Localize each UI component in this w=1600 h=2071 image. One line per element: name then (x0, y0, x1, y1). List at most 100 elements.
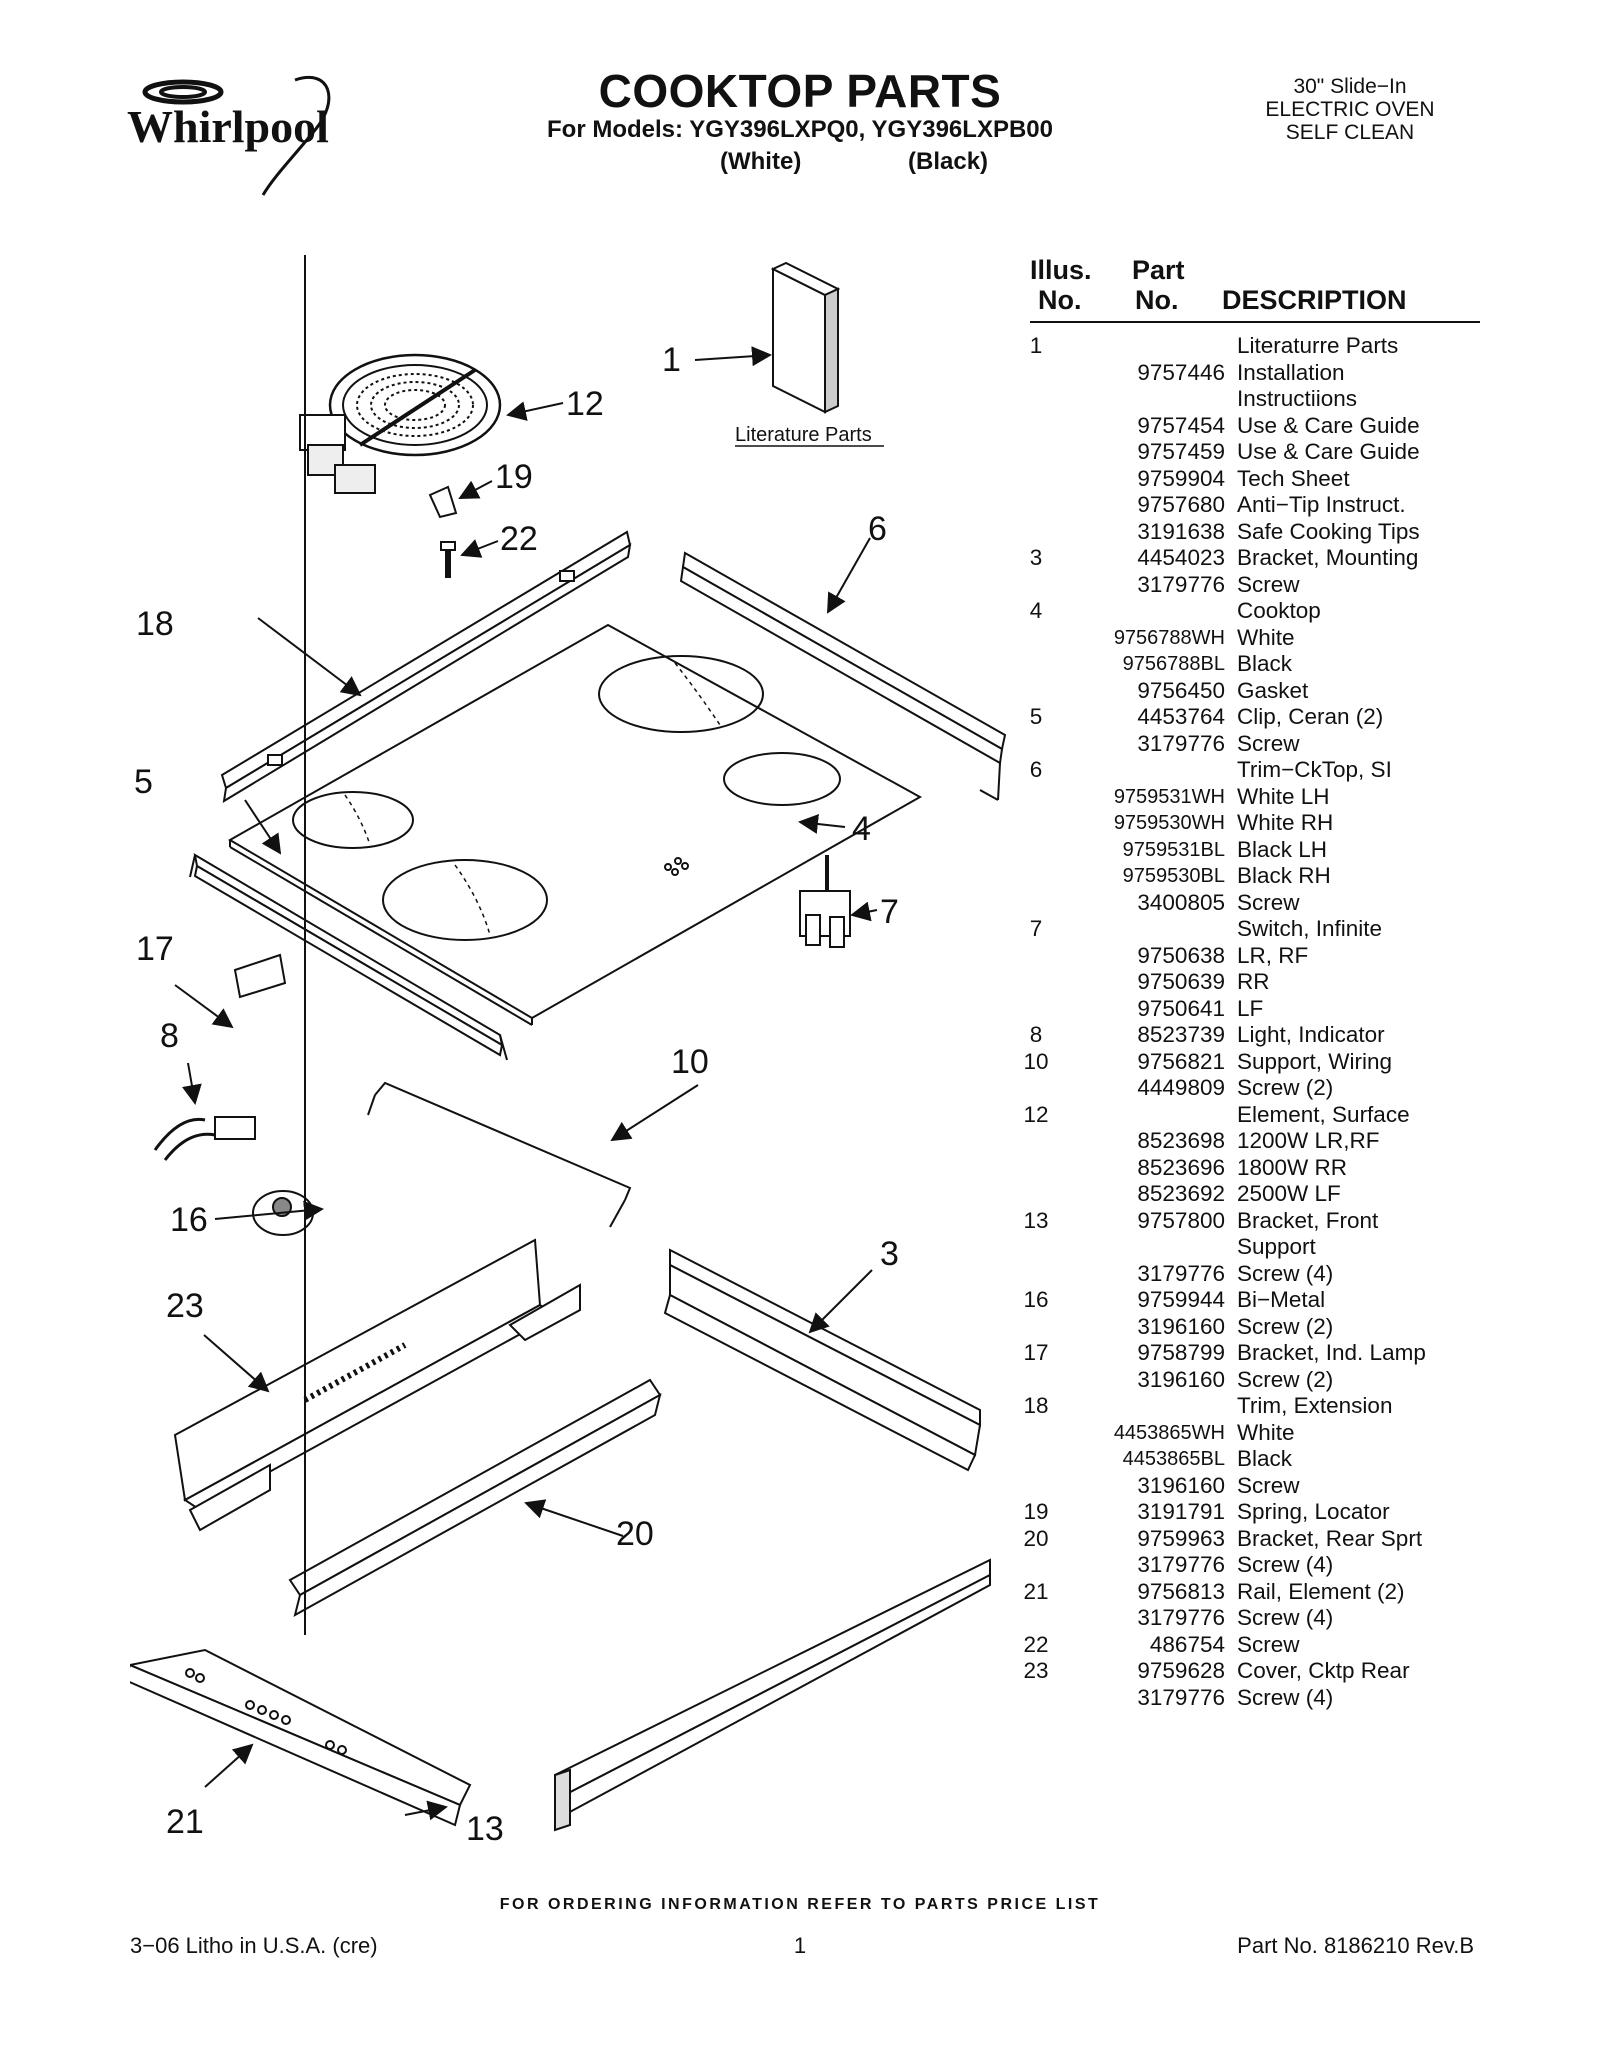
illus-number: 12 (1023, 1101, 1049, 1127)
models-line: For Models: YGY396LXPQ0, YGY396LXPB00 (547, 116, 1053, 143)
whirlpool-logo: Whirlpool (125, 70, 365, 210)
part-number: 3196160 (1137, 1313, 1225, 1339)
bracket-mounting (663, 1248, 982, 1472)
part-number: 9759530BL (1122, 865, 1225, 887)
part-description: Screw (1237, 571, 1300, 597)
callout-23: 23 (166, 1287, 204, 1325)
part-number: 9757446 (1137, 359, 1225, 385)
part-number: 9759944 (1137, 1287, 1225, 1312)
locator-screw (440, 541, 456, 578)
table-row: 4453865BL Black (1010, 1446, 1500, 1473)
indicator-light (153, 1116, 256, 1161)
color-black-label: (Black) (908, 148, 989, 175)
litho-note: 3−06 Litho in U.S.A. (cre) (130, 1933, 378, 1958)
part-description: Tech Sheet (1237, 465, 1350, 491)
part-number: 4453764 (1137, 704, 1225, 729)
part-description: Bracket, Mounting (1237, 545, 1419, 570)
type-line: ELECTRIC OVEN (1265, 98, 1435, 121)
part-description: Screw (4) (1237, 1684, 1334, 1710)
part-description: Screw (4) (1237, 1552, 1334, 1577)
part-description: Screw (2) (1237, 1313, 1334, 1339)
part-description: Trim, Extension (1237, 1393, 1393, 1418)
part-number: 3179776 (1137, 1684, 1225, 1710)
part-description: Screw (1237, 889, 1300, 915)
part-description: LF (1237, 995, 1264, 1021)
part-number: 9757680 (1137, 492, 1225, 517)
part-description: Installation (1237, 359, 1345, 385)
callout-5: 5 (134, 763, 153, 801)
table-row: 3179776 Screw (4) (1010, 1685, 1500, 1712)
part-number: 8523692 (1137, 1181, 1225, 1206)
cooktop-glass (228, 623, 923, 1026)
cover-cooktop-rear (173, 1238, 581, 1532)
part-number: 3196160 (1137, 1472, 1225, 1498)
part-description: Black (1237, 1446, 1293, 1471)
callout-17: 17 (136, 930, 174, 968)
table-row: 3196160 Screw (2) (1010, 1314, 1500, 1341)
part-number: 4454023 (1137, 545, 1225, 570)
part-description: Switch, Infinite (1237, 916, 1383, 941)
ordering-note: FOR ORDERING INFORMATION REFER TO PARTS … (499, 1896, 1101, 1913)
illus-number: 18 (1023, 1393, 1049, 1418)
part-description: 1200W LR,RF (1237, 1128, 1380, 1153)
part-number: 9756813 (1137, 1578, 1225, 1604)
type-line: SELF CLEAN (1285, 121, 1415, 144)
illus-number: 1 (1029, 333, 1043, 358)
part-description: Light, Indicator (1237, 1022, 1385, 1047)
illus-number: 3 (1029, 545, 1043, 570)
trim-cooktop (679, 551, 1007, 801)
part-number: 9756788BL (1122, 653, 1225, 675)
part-description: 1800W RR (1237, 1154, 1348, 1180)
part-description: Instructiions (1237, 386, 1358, 411)
illus-number: 21 (1023, 1578, 1049, 1604)
exploded-parts-diagram: Literature Parts (123, 255, 1030, 1848)
bracket-indicator-lamp (233, 953, 287, 999)
rail-element (123, 1648, 472, 1827)
color-white-label: (White) (720, 148, 802, 175)
infinite-switch (799, 855, 851, 948)
part-description: Cooktop (1237, 598, 1321, 623)
part-description: Screw (4) (1237, 1605, 1334, 1630)
table-row: 9757446 Installation (1010, 360, 1500, 387)
part-number: 4453865WH (1113, 1421, 1225, 1444)
callout-13: 13 (466, 1810, 504, 1845)
part-description: White LH (1237, 783, 1330, 809)
table-row: 18 Trim, Extension (1010, 1393, 1500, 1420)
part-number: 3179776 (1137, 730, 1225, 756)
callout-21: 21 (166, 1803, 204, 1841)
part-description: RR (1237, 969, 1270, 994)
part-description: Screw (2) (1237, 1366, 1334, 1392)
part-description: White (1237, 624, 1295, 650)
table-header-rule (1030, 321, 1480, 323)
part-number: 4449809 (1137, 1075, 1225, 1100)
support-wiring (367, 1081, 632, 1228)
part-number: 8523696 (1137, 1154, 1225, 1180)
table-row: 8523696 1800W RR (1010, 1155, 1500, 1182)
part-number: 9757454 (1137, 412, 1225, 438)
part-number: 4453865BL (1122, 1448, 1225, 1470)
clip-ceran (189, 853, 508, 1061)
callout-12: 12 (566, 385, 604, 423)
surface-element (299, 353, 502, 494)
callout-3: 3 (880, 1235, 899, 1273)
part-description: Clip, Ceran (2) (1237, 704, 1384, 729)
